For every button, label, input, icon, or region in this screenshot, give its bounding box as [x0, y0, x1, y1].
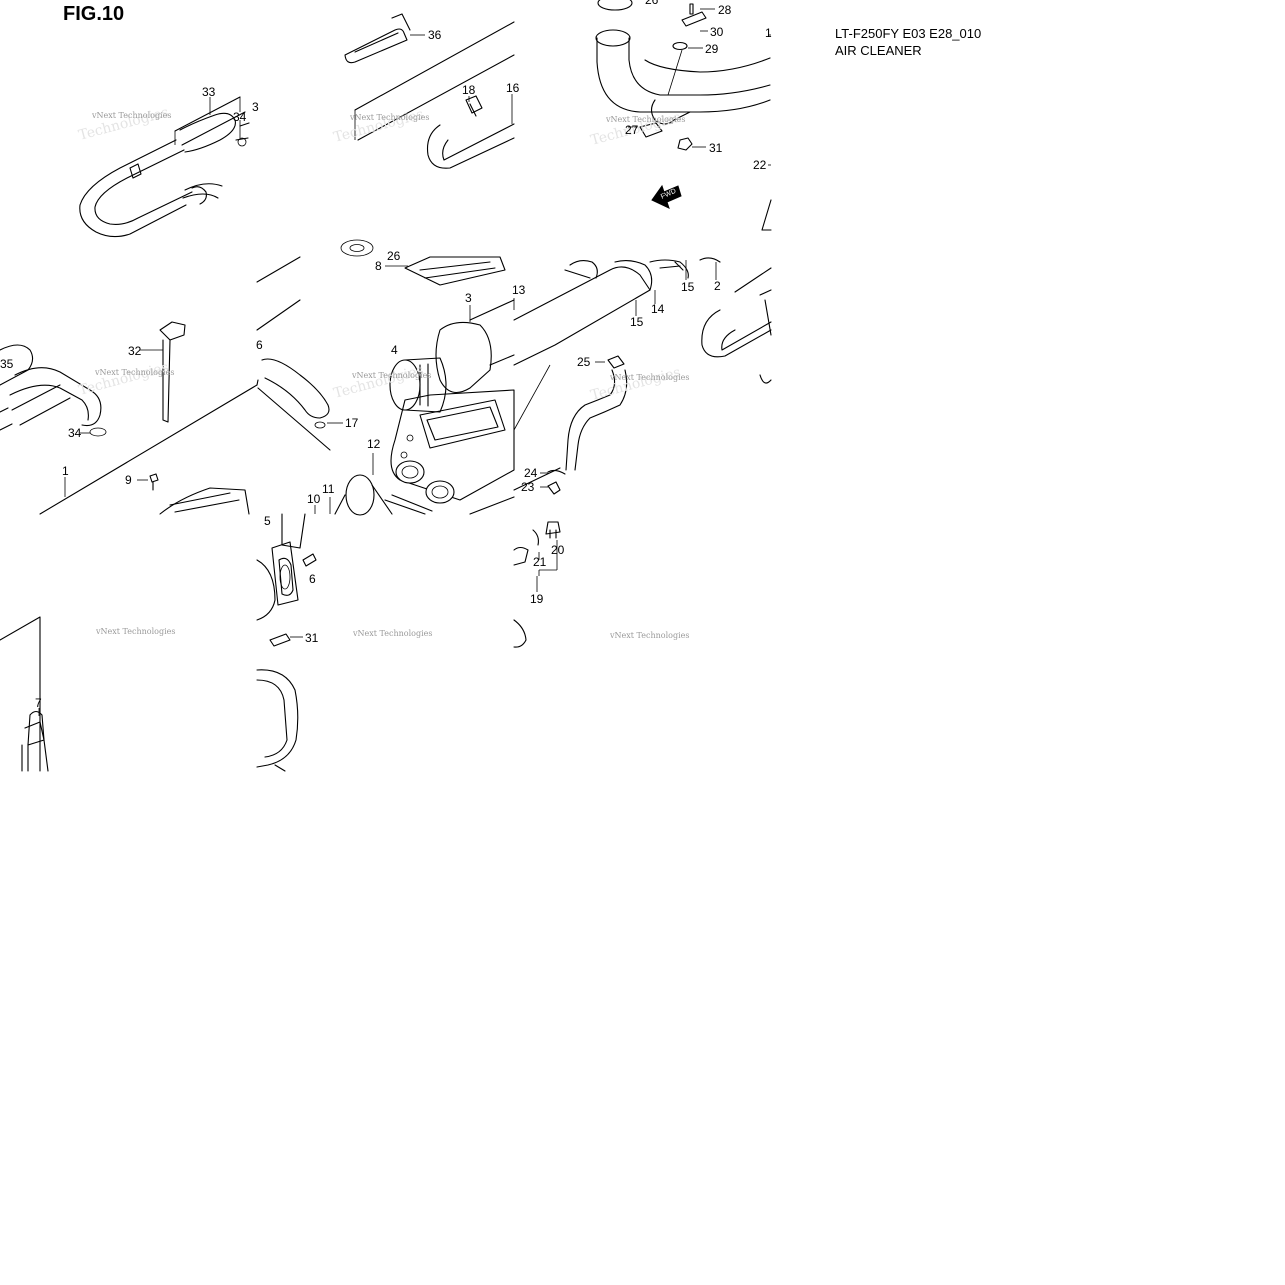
tile-connector-hoses-middle-right	[513, 257, 772, 495]
section-name: AIR CLEANER	[835, 43, 922, 58]
callout: 35	[0, 357, 14, 371]
svg-text:vNext Technologies: vNext Technologies	[609, 373, 689, 382]
svg-text:vNext Technologies: vNext Technologies	[351, 371, 431, 380]
callout: 36	[428, 28, 442, 42]
callout: 6	[256, 338, 263, 352]
callout: 22	[753, 158, 767, 172]
callout: 6	[309, 572, 316, 586]
callout: 4	[391, 343, 398, 357]
callout: 3	[252, 100, 259, 114]
callout: 23	[521, 480, 535, 494]
diagram-code-block: LT-F250FY E03 E28_010 AIR CLEANER	[835, 25, 981, 59]
callout: 1	[765, 26, 772, 40]
tile-drain-plug-bottom-left	[0, 616, 49, 772]
svg-text:vNext Technologies: vNext Technologies	[94, 368, 174, 377]
svg-text:vNext Technologies: vNext Technologies	[352, 629, 432, 638]
callout: 26	[645, 0, 659, 7]
callout: 33	[202, 85, 216, 99]
callout: 9	[125, 473, 132, 487]
callout: 17	[345, 416, 359, 430]
tile-hose-assembly-top-left	[79, 96, 250, 238]
callout: 14	[651, 302, 665, 316]
tile-air-cleaner-box-center	[256, 239, 515, 516]
callout-labels: 36 33 34 3 18 16 26 28 30 29 1 27 31 22 …	[0, 0, 772, 710]
callout: 34	[68, 426, 82, 440]
callout: 27	[625, 123, 639, 137]
callout: 15	[630, 315, 644, 329]
callout: 31	[709, 141, 723, 155]
tile-drain-fittings-bottom-right	[513, 521, 561, 648]
callout: 5	[264, 514, 271, 528]
figure-title: FIG.10	[63, 3, 125, 25]
callout: 16	[506, 81, 520, 95]
callout: 19	[530, 592, 544, 606]
callout: 15	[681, 280, 695, 294]
callout: 18	[462, 83, 476, 97]
callout: 26	[387, 249, 401, 263]
callout: 3	[465, 291, 472, 305]
callout: 30	[710, 25, 724, 39]
watermarks: Technologies vNext Technologies Technolo…	[77, 104, 690, 640]
tile-inlet-pipe-top-right: FWD	[595, 0, 772, 231]
model-code: LT-F250FY E03 E28_010	[835, 26, 982, 41]
callout: 2	[714, 279, 721, 293]
callout: 28	[718, 3, 732, 17]
tile-breather-hoses-middle-left	[0, 256, 301, 515]
callout: 31	[305, 631, 319, 645]
callout: 34	[233, 110, 247, 124]
callout: 25	[577, 355, 591, 369]
svg-text:vNext Technologies: vNext Technologies	[605, 115, 685, 124]
callout: 11	[322, 482, 335, 496]
callout: 13	[512, 283, 526, 297]
callout: 32	[128, 344, 142, 358]
svg-text:Technologies: Technologies	[77, 359, 171, 398]
svg-text:vNext Technologies: vNext Technologies	[91, 111, 171, 120]
callout: 7	[35, 696, 42, 710]
svg-text:vNext Technologies: vNext Technologies	[349, 113, 429, 122]
callout: 29	[705, 42, 719, 56]
forward-arrow-icon: FWD	[651, 184, 682, 209]
tile-mounting-bolts-bottom-center	[256, 513, 317, 772]
svg-text:vNext Technologies: vNext Technologies	[609, 631, 689, 640]
svg-text:Technologies: Technologies	[589, 364, 683, 403]
callout: 20	[551, 543, 565, 557]
callout: 8	[375, 259, 382, 273]
callout: 10	[307, 492, 321, 506]
callout: 12	[367, 437, 381, 451]
callout: 24	[524, 466, 538, 480]
callout: 21	[533, 555, 547, 569]
tile-intake-tubes-top-middle	[344, 13, 515, 169]
svg-text:vNext Technologies: vNext Technologies	[95, 627, 175, 636]
callout: 1	[62, 464, 69, 478]
